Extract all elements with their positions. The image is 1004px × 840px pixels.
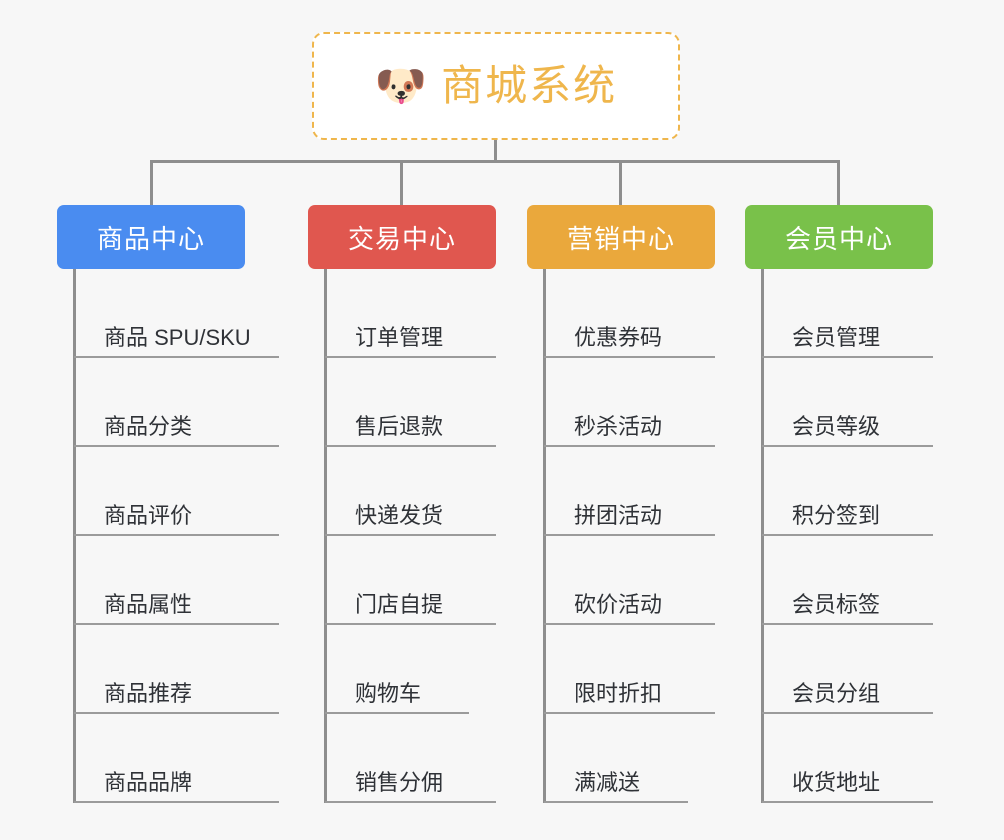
leaf-item-label: 售后退款 [355, 414, 444, 439]
leaf-item-label: 拼团活动 [574, 503, 663, 528]
leaf-item[interactable]: 秒杀活动 [544, 358, 715, 447]
leaf-item-label: 会员标签 [792, 592, 881, 617]
leaf-item-label: 门店自提 [355, 592, 444, 617]
column-spine [324, 269, 327, 803]
category-label: 交易中心 [347, 223, 456, 254]
leaf-item[interactable]: 拼团活动 [544, 447, 715, 536]
leaf-item[interactable]: 商品分类 [74, 358, 279, 447]
column-spine [543, 269, 546, 803]
column-spine [73, 269, 76, 803]
leaf-item-label: 满减送 [574, 770, 641, 795]
leaf-item-label: 秒杀活动 [574, 414, 663, 439]
leaf-item[interactable]: 积分签到 [762, 447, 933, 536]
leaf-item-label: 商品 SPU/SKU [104, 325, 251, 350]
root-node-mall-system[interactable]: 🐶 商城系统 [312, 32, 680, 140]
leaf-item[interactable]: 售后退款 [325, 358, 496, 447]
leaf-item[interactable]: 商品评价 [74, 447, 279, 536]
connector-drop-column-2 [400, 160, 403, 205]
leaf-item[interactable]: 收货地址 [762, 714, 933, 803]
connector-drop-column-1 [150, 160, 153, 205]
category-box-trade-center[interactable]: 交易中心 [308, 205, 496, 269]
category-box-member-center[interactable]: 会员中心 [745, 205, 933, 269]
leaf-item-label: 砍价活动 [574, 592, 663, 617]
leaf-item-label: 限时折扣 [574, 681, 663, 706]
leaf-item[interactable]: 门店自提 [325, 536, 496, 625]
leaf-item-label: 商品推荐 [104, 681, 193, 706]
category-box-marketing-center[interactable]: 营销中心 [527, 205, 715, 269]
leaf-item-label: 会员管理 [792, 325, 881, 350]
leaf-item-label: 商品属性 [104, 592, 193, 617]
leaf-item-label: 积分签到 [792, 503, 881, 528]
leaf-item-label: 优惠券码 [574, 325, 663, 350]
leaf-item-label: 销售分佣 [355, 770, 444, 795]
leaf-item-label: 会员等级 [792, 414, 881, 439]
root-node-title: 商城系统 [441, 62, 618, 109]
column-spine [761, 269, 764, 803]
leaf-item-label: 收货地址 [792, 770, 881, 795]
category-label: 会员中心 [784, 223, 893, 254]
connector-root-stem [494, 140, 497, 162]
leaf-item[interactable]: 商品推荐 [74, 625, 279, 714]
leaf-item[interactable]: 会员管理 [762, 269, 933, 358]
category-label: 营销中心 [566, 223, 675, 254]
leaf-item-label: 购物车 [355, 681, 422, 706]
leaf-item[interactable]: 优惠券码 [544, 269, 715, 358]
leaf-item[interactable]: 商品品牌 [74, 714, 279, 803]
connector-drop-column-4 [837, 160, 840, 205]
leaf-item[interactable]: 购物车 [325, 625, 469, 714]
leaf-item-label: 会员分组 [792, 681, 881, 706]
leaf-item[interactable]: 商品 SPU/SKU [74, 269, 279, 358]
category-box-product-center[interactable]: 商品中心 [57, 205, 245, 269]
dog-face-icon: 🐶 [374, 62, 428, 109]
leaf-item[interactable]: 快递发货 [325, 447, 496, 536]
connector-bus [150, 160, 840, 163]
leaf-item[interactable]: 满减送 [544, 714, 688, 803]
leaf-item[interactable]: 砍价活动 [544, 536, 715, 625]
leaf-item-label: 商品评价 [104, 503, 193, 528]
leaf-item[interactable]: 会员等级 [762, 358, 933, 447]
leaf-item-label: 快递发货 [355, 503, 444, 528]
leaf-item[interactable]: 会员标签 [762, 536, 933, 625]
leaf-item[interactable]: 会员分组 [762, 625, 933, 714]
leaf-item[interactable]: 限时折扣 [544, 625, 715, 714]
leaf-item-label: 商品品牌 [104, 770, 193, 795]
leaf-item[interactable]: 销售分佣 [325, 714, 496, 803]
leaf-item-label: 商品分类 [104, 414, 193, 439]
connector-drop-column-3 [619, 160, 622, 205]
leaf-item[interactable]: 商品属性 [74, 536, 279, 625]
leaf-item-label: 订单管理 [355, 325, 444, 350]
category-label: 商品中心 [96, 223, 205, 254]
leaf-item[interactable]: 订单管理 [325, 269, 496, 358]
